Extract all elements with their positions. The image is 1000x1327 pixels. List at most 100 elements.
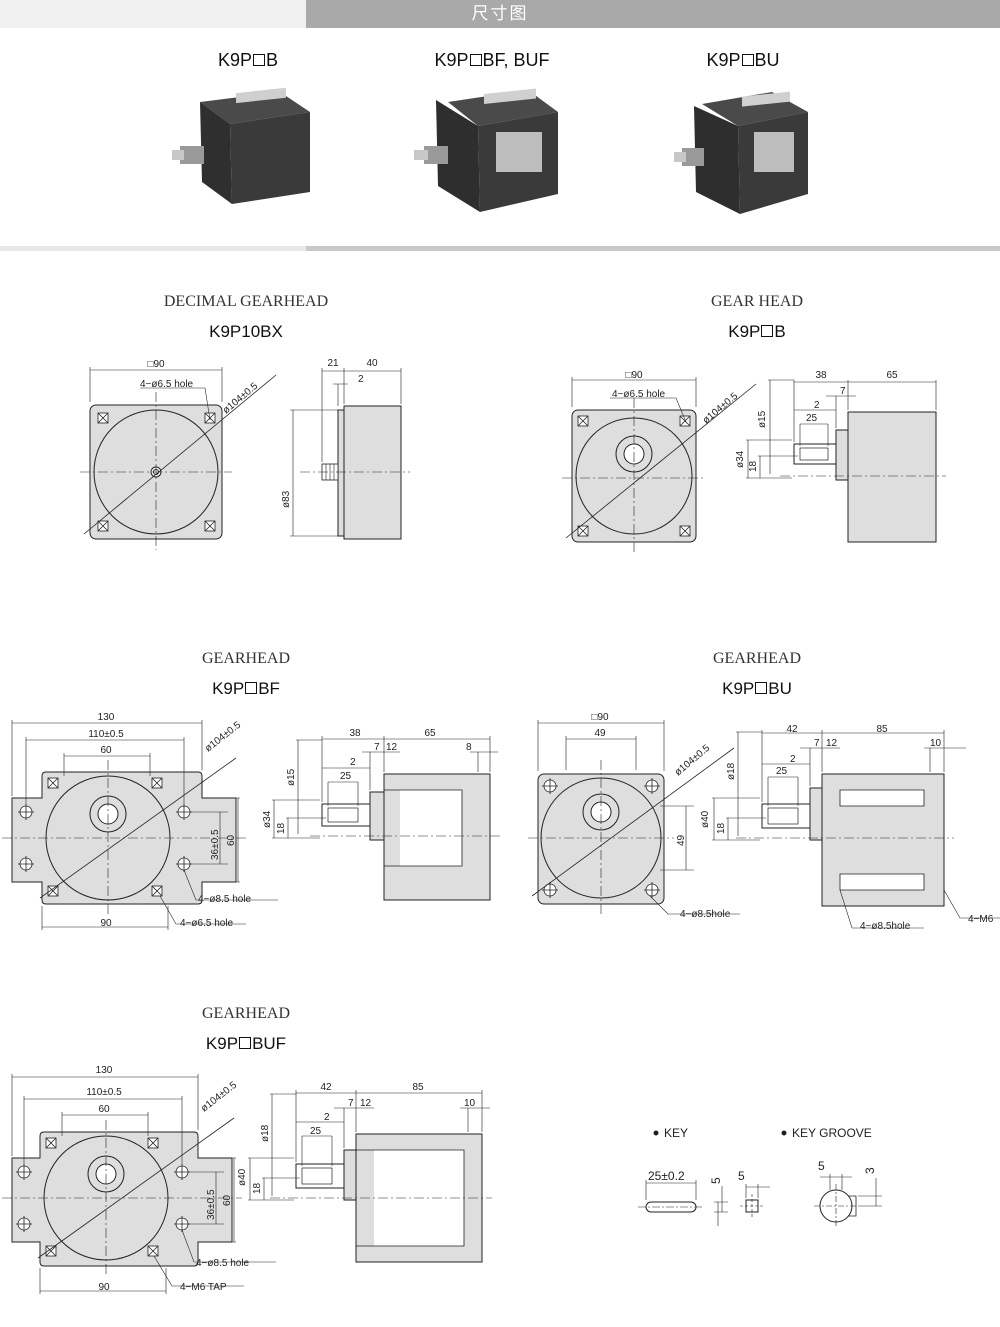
bu-boss-dim: ø40 [700,810,711,828]
b-hole-dim: 4−ø6.5 hole [612,389,666,400]
b-side-view: 38 65 7 2 25 ø15 ø34 18 [735,370,946,543]
decimal-hole-dim: 4−ø6.5 hole [140,379,194,390]
decimal-21-dim: 21 [327,358,339,369]
model-suffix: BUF [252,1034,287,1053]
header-bar: 尺寸图 [0,0,1000,28]
bu-25-dim: 25 [776,766,788,777]
buf-shaft-dim: ø18 [260,1124,271,1142]
bf-2-dim: 2 [350,757,356,768]
section-model-decimal: K9P10BX [209,322,283,341]
bf-110-dim: 110±0.5 [88,729,124,740]
buf-60h-dim: 60 [222,1194,233,1206]
section-title-gearhead-bf: GEARHEAD [202,650,290,667]
decimal-pilot-dim: ø83 [281,490,292,508]
product-prefix: K9P [434,50,469,70]
buf-2-dim: 2 [324,1112,330,1123]
bu-hole2-dim: 4−ø8.5hole [860,921,911,932]
b-38-dim: 38 [815,370,827,381]
bf-12-dim: 12 [386,742,398,753]
buf-90-dim: 90 [98,1282,110,1293]
buf-hole1-dim: 4−ø8.5 hole [196,1258,250,1269]
bu-49h-dim: 49 [676,834,687,846]
buf-7-dim: 7 [348,1098,354,1109]
model-suffix: BU [768,679,792,698]
decimal-2-dim: 2 [358,374,364,385]
product-prefix: K9P [706,50,741,70]
b-7-dim: 7 [840,386,846,397]
product-label-bu: K9P BU [643,50,843,71]
bf-key-dim: 18 [276,822,287,834]
buf-pcd-dim: ø104±0.5 [199,1079,239,1114]
buf-12-dim: 12 [360,1098,372,1109]
buf-36-dim: 36±0.5 [206,1189,217,1220]
section-title-decimal: DECIMAL GEARHEAD [163,293,329,310]
bu-front-view: □90 49 49 ø104±0.5 4−ø8.5hole [528,712,740,920]
decimal-square-dim: □90 [147,359,165,370]
b-25-dim: 25 [806,413,818,424]
section-model-gearhead-buf: K9P BUF [126,1034,366,1054]
header-light-segment [0,0,306,28]
b-shaft-dim: ø15 [757,410,768,428]
product-photo-bf [414,88,558,212]
decimal-front-view: □90 4−ø6.5 hole ø104±0.5 [80,359,277,550]
product-photo-b [172,87,310,204]
buf-42-dim: 42 [320,1082,332,1093]
bf-pcd-dim: ø104±0.5 [203,719,243,754]
key-detail: KEY 25±0.2 5 5 [638,1126,770,1226]
b-square-dim: □90 [625,370,643,381]
key-groove-label: KEY GROOVE [792,1126,872,1140]
buf-side-view: 42 85 7 12 10 2 25 ø18 ø40 18 [237,1082,492,1263]
bf-60h-dim: 60 [226,834,237,846]
key-groove-detail: KEY GROOVE 5 3 [781,1126,882,1228]
key-length-dim: 25±0.2 [648,1169,685,1183]
decimal-side-view: 21 40 2 ø83 [281,358,410,540]
bu-42-dim: 42 [786,724,798,735]
buf-key-dim: 18 [252,1182,263,1194]
bf-36-dim: 36±0.5 [210,829,221,860]
groove-depth-dim: 3 [863,1167,877,1174]
section-title-gearhead-buf: GEARHEAD [202,1005,290,1022]
b-front-view: □90 4−ø6.5 hole ø104±0.5 [562,370,757,555]
bf-60-dim: 60 [100,745,112,756]
decimal-pcd-dim: ø104±0.5 [221,380,261,416]
bu-12-dim: 12 [826,738,838,749]
bu-key-dim: 18 [716,822,727,834]
buf-130-dim: 130 [96,1065,113,1076]
square-symbol-icon [239,1037,252,1050]
bu-7-dim: 7 [814,738,820,749]
model-prefix: K9P [205,1034,239,1053]
model-prefix: K9P [728,322,761,341]
bf-boss-dim: ø34 [262,810,273,828]
bf-front-view: 130 110±0.5 60 90 ø104±0.5 36±0.5 60 4−ø… [2,712,278,930]
bf-90-dim: 90 [100,918,112,929]
bu-49-dim: 49 [594,728,606,739]
square-symbol-icon [755,682,768,695]
bf-hole1-dim: 4−ø8.5 hole [198,894,252,905]
key-height-dim: 5 [709,1177,723,1184]
product-photo-bu [674,91,808,214]
square-symbol-icon [741,53,754,66]
product-suffix: BU [754,50,780,70]
model-prefix: K9P [212,679,245,698]
buf-10-dim: 10 [464,1098,476,1109]
header-title: 尺寸图 [471,4,529,23]
bu-hole-dim: 4−ø8.5hole [680,909,731,920]
section-model-gearhead-bu: K9P BU [637,679,877,699]
product-prefix: K9P [217,50,252,70]
bu-shaft-dim: ø18 [726,762,737,780]
bu-square-dim: □90 [591,712,609,723]
bu-85-dim: 85 [876,724,888,735]
b-pcd-dim: ø104±0.5 [701,390,741,426]
buf-110-dim: 110±0.5 [86,1087,122,1098]
square-symbol-icon [245,682,258,695]
buf-boss-dim: ø40 [237,1168,248,1186]
separator-light [0,246,306,251]
model-prefix: K9P [722,679,755,698]
bu-2-dim: 2 [790,754,796,765]
b-65-dim: 65 [886,370,898,381]
